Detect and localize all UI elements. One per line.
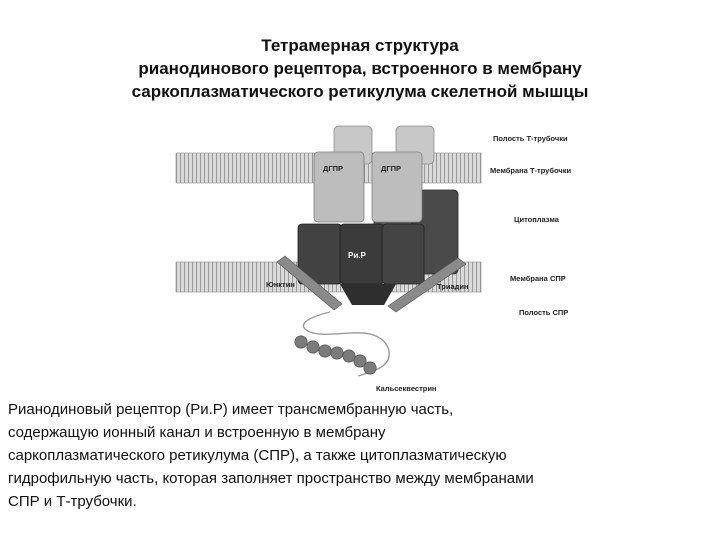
label-t-tubule-membrane: Мембрана Т-трубочки [490, 166, 571, 175]
triadin-anchor [387, 257, 467, 313]
ryr-pore [340, 284, 396, 305]
label-sr-lumen: Полость СПР [519, 308, 568, 317]
description-line: гидрофильную часть, которая заполняет пр… [8, 470, 534, 487]
ryanodine-receptor-diagram: ДГПР ДГПР Ри.Р Полость Т-трубочки Мембра… [175, 125, 571, 393]
slide-title: Тетрамерная структура рианодинового реце… [80, 34, 640, 103]
calsequestrin-bead [294, 335, 308, 349]
calsequestrin-bead [330, 346, 344, 360]
dhpr-label-right: ДГПР [381, 164, 401, 173]
ryr-label: Ри.Р [348, 251, 366, 260]
label-cytoplasm: Цитоплазма [514, 215, 560, 224]
dhpr-label-left: ДГПР [323, 164, 343, 173]
junctin-anchor [276, 255, 343, 311]
dhpr-block [371, 151, 423, 223]
description-text: Рианодиновый рецептор (Ри.Р) имеет транс… [8, 398, 714, 513]
label-triadin: Триадин [437, 282, 469, 291]
description-line: СПР и Т-трубочки. [8, 493, 137, 510]
calsequestrin-linker [302, 311, 390, 377]
label-calsequestrin: Кальсеквестрин [376, 384, 436, 393]
title-line: рианодинового рецептора, встроенного в м… [138, 59, 582, 78]
label-t-tubule-lumen: Полость Т-трубочки [493, 134, 568, 143]
description-line: саркоплазматического ретикулума (СПР), а… [8, 447, 507, 464]
calsequestrin-bead [306, 340, 320, 354]
title-line: Тетрамерная структура [261, 36, 459, 55]
ryr-block [381, 223, 425, 285]
calsequestrin-bead [353, 354, 367, 368]
calsequestrin-bead [363, 361, 377, 375]
calsequestrin-bead [318, 344, 332, 358]
title-line: саркоплазматического ретикулума скелетно… [131, 82, 589, 101]
description-line: Рианодиновый рецептор (Ри.Р) имеет транс… [8, 401, 454, 418]
label-junctin: Юнктин [266, 280, 295, 289]
label-sr-membrane: Мембрана СПР [510, 274, 566, 283]
dhpr-block [313, 151, 365, 223]
description-line: содержащую ионный канал и встроенную в м… [8, 424, 386, 441]
calsequestrin-bead [342, 349, 356, 363]
